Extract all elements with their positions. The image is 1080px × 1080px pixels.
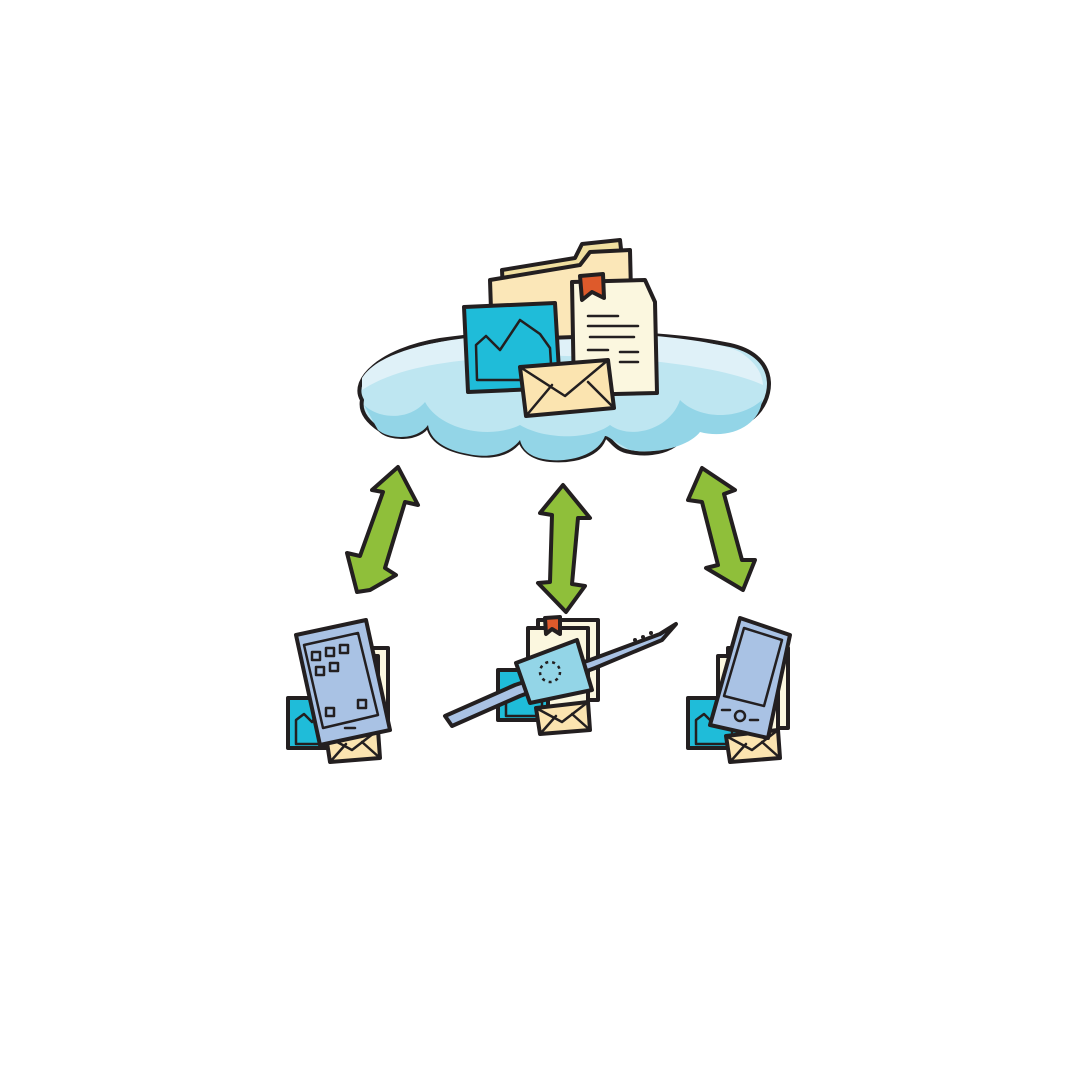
stylus-device-icon [443,622,678,728]
phone-file-stack [686,616,792,764]
smartphone-icon [708,616,792,740]
tablet-file-stack [286,618,392,764]
sync-arrow-icon [686,466,757,592]
tablet-icon [294,618,392,747]
sync-arrow-icon [345,465,420,594]
sync-arrow-icon [536,483,592,614]
envelope-icon [518,358,616,418]
stylus-file-stack [443,615,678,736]
